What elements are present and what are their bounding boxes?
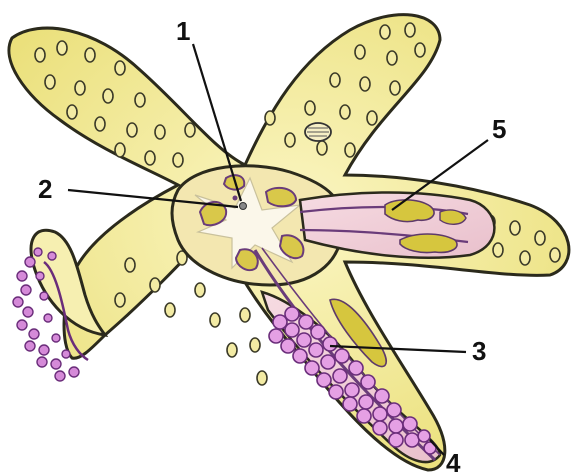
callout-3: 3 bbox=[472, 336, 486, 366]
madreporite-plate bbox=[305, 123, 331, 141]
callout-5: 5 bbox=[492, 114, 506, 144]
callout-1: 1 bbox=[176, 16, 190, 46]
callout-2: 2 bbox=[38, 174, 52, 204]
callout-4: 4 bbox=[446, 448, 461, 476]
